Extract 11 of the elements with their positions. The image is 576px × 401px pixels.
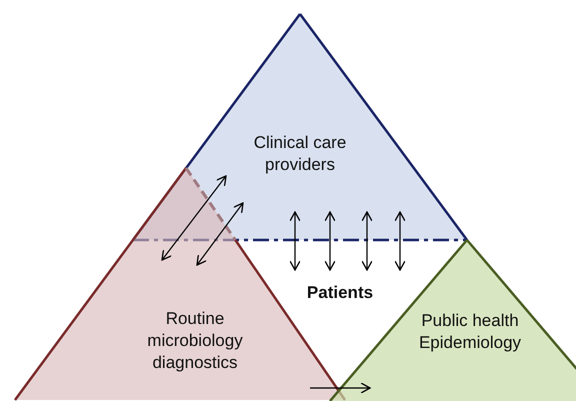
region-label: Routine microbiology diagnostics [146, 308, 244, 374]
region-label: Patients [306, 282, 374, 304]
region-label: Clinical care providers [253, 132, 347, 176]
double-arrow [161, 175, 227, 261]
double-arrow [196, 202, 244, 266]
double-arrow [394, 211, 406, 271]
triangle-region [133, 14, 467, 240]
double-arrow [324, 211, 336, 271]
double-arrow [289, 211, 301, 271]
region-label: Public health Epidemiology [418, 310, 522, 354]
double-arrow [361, 211, 373, 271]
